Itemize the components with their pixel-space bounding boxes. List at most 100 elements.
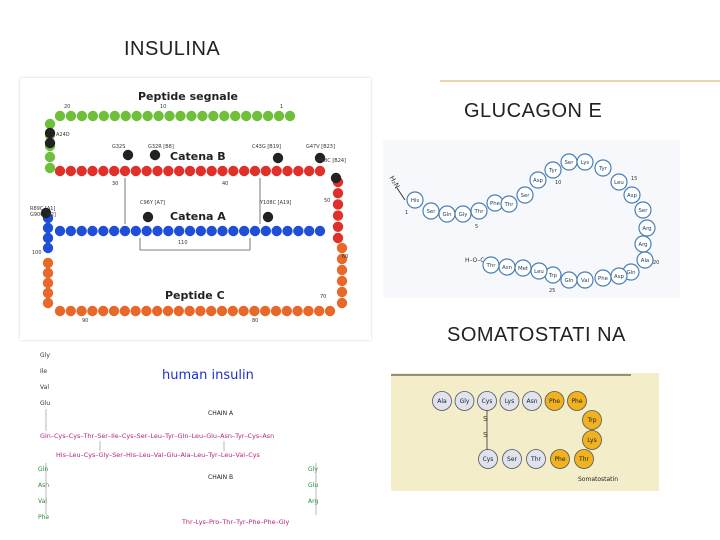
peptide-c-residue — [152, 305, 163, 317]
peptide-c-residue — [76, 305, 87, 317]
peptide-c-residue — [98, 305, 109, 317]
chain-b-residue — [217, 165, 228, 177]
peptide-c-residue — [108, 305, 120, 317]
residue-number: 40 — [222, 181, 228, 187]
somatostatin-residue — [522, 391, 542, 411]
glucagon-residue — [516, 186, 534, 204]
peptide-c-residue — [336, 286, 348, 298]
glucagon-residue-label: Asp — [533, 178, 543, 184]
signal-residue — [208, 110, 219, 122]
glucagon-number: 5 — [475, 224, 478, 230]
glucagon-residue-label: Arg — [638, 242, 647, 248]
somatostatin-residue-label: Trp — [586, 417, 596, 424]
somatostatin-residue — [567, 391, 587, 411]
chain-a-residue: Glu — [40, 400, 50, 407]
chain-b-residue — [87, 165, 98, 177]
glucagon-residue-label: Asp — [614, 274, 624, 280]
chain-b-residue: Val — [38, 498, 47, 505]
peptide-c-residue — [173, 305, 184, 317]
chain-b-residue — [303, 165, 315, 177]
glucagon-residue-label: Asn — [502, 265, 512, 271]
chain-a-residue — [249, 225, 261, 237]
chain-a-residue — [260, 225, 272, 237]
glucagon-residue — [544, 161, 562, 179]
glucagon-residue-label: Gly — [459, 212, 469, 218]
chain-a-residue — [108, 225, 120, 237]
glucagon-residue — [482, 256, 500, 274]
glucagon-residue-label: Thr — [486, 263, 497, 269]
signal-residue — [230, 110, 241, 122]
peptide-c-residue — [336, 264, 348, 276]
glucagon-number: 20 — [653, 260, 659, 266]
somatostatin-residue-label: Phe — [554, 456, 565, 463]
chain-b-residue — [271, 165, 282, 177]
chain-a-residue — [87, 225, 98, 237]
chain-b-residue: Glu — [308, 482, 318, 489]
peptide-c-residue — [184, 305, 195, 317]
somatostatin-residue-label: Gly — [460, 398, 470, 405]
human-insulin-heading: human insulin — [162, 368, 254, 383]
mutation-label: G90C [A2] — [30, 212, 56, 218]
chain-b-label: CHAIN B — [208, 474, 233, 481]
somatostatin-residue — [574, 449, 594, 469]
chain-a-residue — [217, 225, 228, 237]
signal-residue — [219, 110, 230, 122]
chain-b-residue — [108, 165, 120, 177]
glucagon-residue — [634, 201, 652, 219]
chain-b-residue — [65, 165, 77, 177]
somatostatin-residue-label: Phe — [549, 398, 560, 405]
glucagon-residue — [470, 202, 488, 220]
chain-b-residue — [141, 165, 152, 177]
label-signal-peptide: Peptide segnale — [138, 90, 238, 103]
peptide-c-residue — [162, 305, 174, 317]
mutation-label: G47V [B23] — [306, 144, 335, 150]
chain-a-residue — [42, 242, 54, 254]
residue-number: 50 — [324, 198, 330, 204]
chain-a-residue — [238, 225, 250, 237]
chain-b-residue — [249, 165, 261, 177]
mutation-label: C96Y [A7] — [140, 200, 165, 206]
somatostatin-residue — [454, 391, 475, 411]
mutant-residue — [314, 152, 326, 164]
peptide-c-residue — [260, 305, 271, 317]
peptide-c-residue — [336, 297, 348, 309]
glucagon-residue-label: Leu — [614, 180, 624, 186]
peptide-c-residue — [336, 275, 348, 287]
mutant-residue — [44, 137, 56, 149]
residue-number: 100 — [32, 250, 42, 256]
somatostatin-residue-label: Thr — [530, 456, 541, 463]
glucagon-residue — [576, 153, 594, 171]
peptide-c-residue — [130, 305, 141, 317]
mutation-label: G32R [B8] — [148, 144, 174, 150]
glucagon-n-term: H₂N — [388, 175, 402, 191]
chain-a-residue: Val — [40, 384, 49, 391]
somatostatin-residue-label: Cys — [482, 398, 493, 405]
mutation-label: C43G [B19] — [252, 144, 281, 150]
chain-a-residue: Gly — [40, 352, 50, 359]
chain-a-residue — [141, 225, 152, 237]
signal-residue — [65, 110, 77, 122]
peptide-c-residue — [324, 305, 336, 317]
residue-number: 70 — [320, 294, 326, 300]
signal-residue — [120, 110, 131, 122]
peptide-c-residue — [314, 305, 325, 317]
signal-residue — [109, 110, 120, 122]
peptide-c-residue — [54, 305, 66, 317]
glucagon-residue-label: Lys — [581, 160, 590, 166]
chain-b-residue — [282, 165, 293, 177]
somatostatin-residue-label: Cys — [483, 456, 494, 463]
peptide-c-residue — [281, 305, 292, 317]
glucagon-residue-label: Ser — [565, 160, 575, 166]
peptide-c-residue — [42, 267, 54, 279]
chain-a-residue — [65, 225, 77, 237]
glucagon-residue-label: Ser — [521, 193, 531, 199]
chain-b-residue — [228, 165, 239, 177]
residue-number: 80 — [252, 318, 258, 324]
peptide-c-residue — [119, 305, 130, 317]
residue-number: 10 — [160, 104, 166, 110]
glucagon-number: 25 — [549, 288, 555, 294]
chain-b-bottom: Thr–Lys–Pro–Thr–Tyr–Phe–Phe–Gly — [181, 518, 289, 526]
peptide-c-residue — [42, 287, 54, 299]
chain-b-residue: Gly — [308, 466, 318, 473]
